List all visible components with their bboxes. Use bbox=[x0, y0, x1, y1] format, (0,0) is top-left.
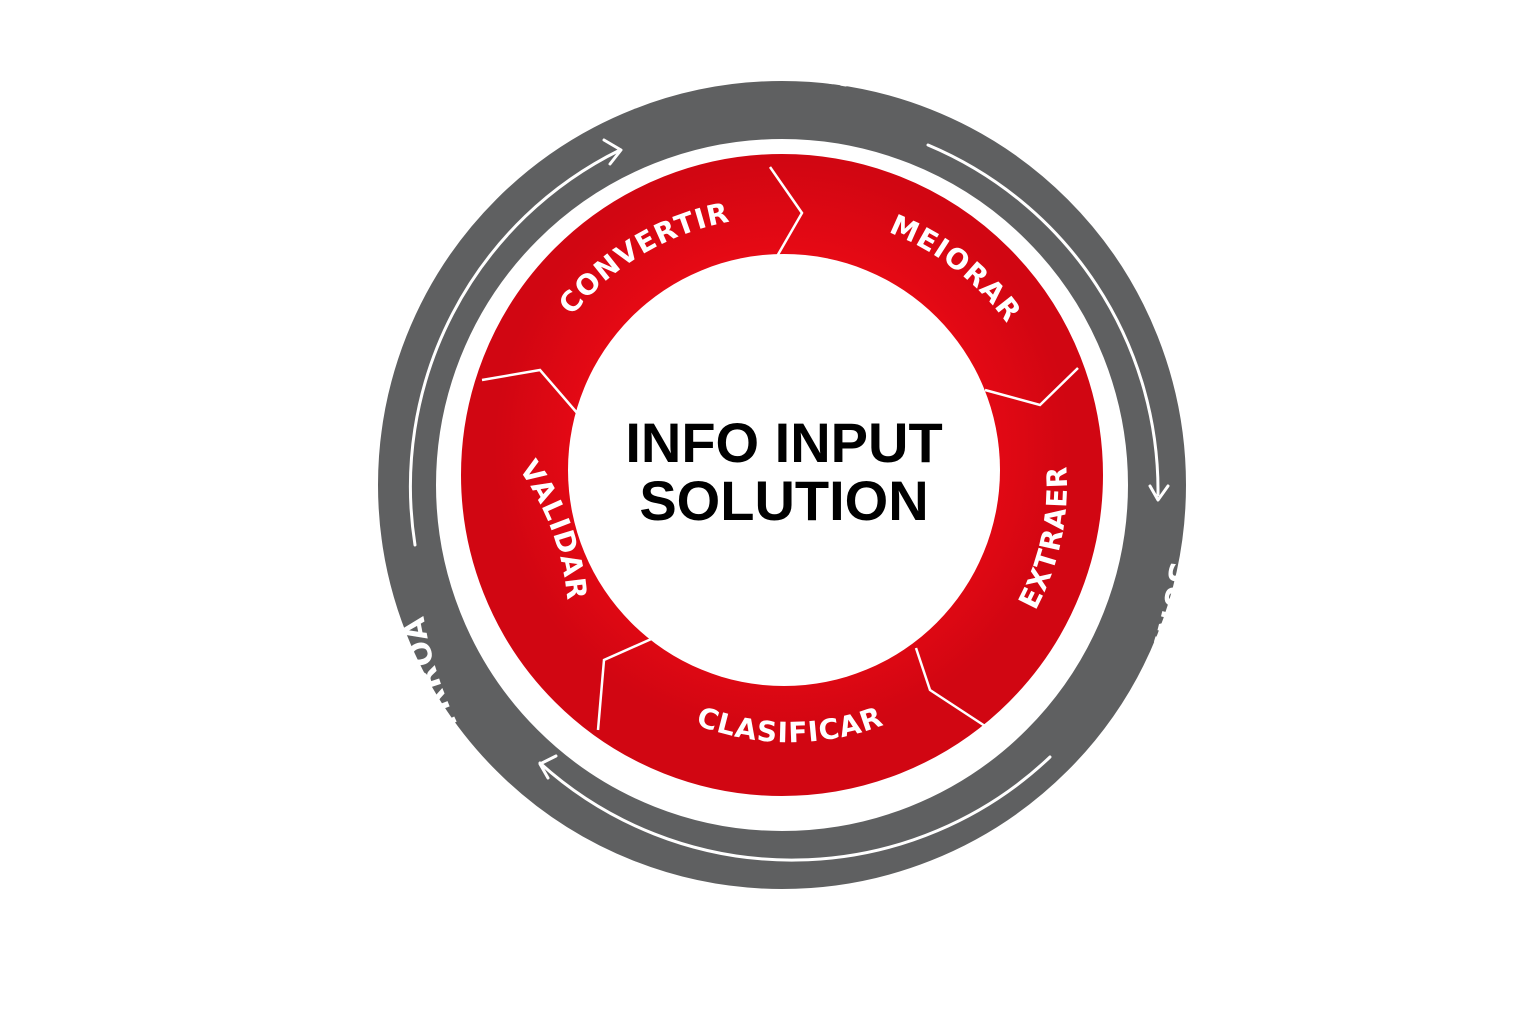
separator-extraer-clasificar bbox=[914, 647, 989, 730]
center-title-line2: SOLUTION bbox=[639, 469, 928, 532]
separator-convertir-meiorar bbox=[768, 166, 804, 266]
red-ring bbox=[461, 154, 1103, 796]
arrow-head-right-icon bbox=[1148, 484, 1170, 502]
center-title-line1: INFO INPUT bbox=[625, 411, 942, 474]
separator-meiorar-extraer bbox=[984, 367, 1079, 407]
arrow-heads bbox=[538, 138, 1170, 780]
arrow-head-top-left-icon bbox=[602, 138, 623, 166]
arrow-top-right bbox=[926, 143, 1160, 497]
arrow-top-left bbox=[408, 148, 622, 547]
flow-arrows bbox=[408, 143, 1160, 862]
arrow-head-bottom-icon bbox=[538, 754, 558, 780]
separator-validar-convertir bbox=[481, 368, 579, 415]
segment-separators bbox=[481, 166, 1079, 731]
separator-clasificar-validar bbox=[596, 634, 659, 731]
arrow-bottom bbox=[538, 755, 1052, 862]
center-circle bbox=[568, 254, 1000, 686]
